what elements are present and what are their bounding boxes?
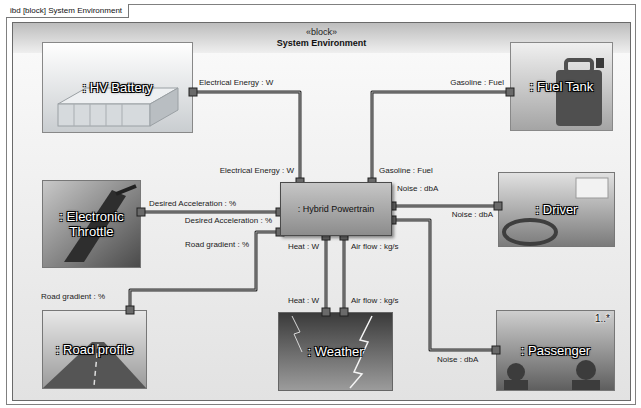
connector <box>388 202 502 210</box>
part-name: : Hybrid Powertrain <box>298 204 375 215</box>
stereotype: «block» <box>12 27 631 38</box>
port-label: Road gradient : % <box>40 292 106 302</box>
block-body <box>13 23 631 401</box>
port-label: Gasoline : Fuel <box>449 78 505 88</box>
connector <box>126 228 284 314</box>
connector-core <box>130 232 280 310</box>
part-name: : Road profile <box>56 342 133 357</box>
connector-core <box>392 206 498 207</box>
part-name: : Fuel Tank <box>530 79 593 94</box>
driver-picture <box>499 173 615 247</box>
port-label: Electrical Energy : W <box>198 78 274 88</box>
part-name: : Driver <box>536 202 578 217</box>
connector <box>322 232 330 316</box>
connector-core <box>326 236 327 312</box>
battery-picture <box>43 43 193 133</box>
port-label: Noise : dbA <box>396 184 439 194</box>
port-square <box>506 88 514 96</box>
part-picture: : Road profile <box>42 310 147 389</box>
port-label: Desired Acceleration : % <box>184 216 273 226</box>
connector-core <box>141 212 280 213</box>
connector-line <box>130 232 280 310</box>
port-label: Noise : dbA <box>436 355 479 365</box>
port-square <box>126 306 134 314</box>
port-label: Heat : W <box>287 242 320 252</box>
port-label: Gasoline : Fuel <box>378 166 434 176</box>
part-picture: : Fuel Tank <box>510 42 613 131</box>
part-name: : Passenger <box>521 343 590 358</box>
connector-line <box>343 236 346 312</box>
multiplicity: 1..* <box>595 313 610 325</box>
part-name: : HV Battery <box>82 80 152 95</box>
part-picture: : Weather <box>278 312 393 391</box>
part-picture: : Driver <box>498 172 615 247</box>
connector-core <box>392 220 496 350</box>
part-picture: 1..* : Passenger <box>496 310 615 391</box>
connector-line <box>392 205 498 208</box>
connector <box>137 208 284 216</box>
connector <box>368 88 514 186</box>
port-square <box>322 308 330 316</box>
port-square <box>492 346 500 354</box>
fuel-tank-picture <box>511 43 613 131</box>
block-frame: «block»System Environment : HV Battery : F… <box>12 22 631 401</box>
part-picture: : HV Battery <box>42 42 193 133</box>
port-label: Noise : dbA <box>451 210 494 220</box>
port-square <box>137 208 145 216</box>
connector-line <box>193 92 300 182</box>
port-label: Desired Acceleration : % <box>148 199 237 209</box>
connector-core <box>372 92 510 182</box>
port-square <box>494 202 502 210</box>
part-name: : Weather <box>307 344 363 359</box>
port-square <box>340 308 348 316</box>
frame-tab: ibd [block] System Environment <box>6 4 129 18</box>
part-name: : Electronic Throttle <box>46 209 137 239</box>
connector-line <box>372 92 510 182</box>
port-square <box>189 88 197 96</box>
connector-line <box>392 220 496 350</box>
connector-core <box>344 236 345 312</box>
block-name: System Environment <box>12 38 631 49</box>
port-label: Electrical Energy : W <box>219 166 295 176</box>
diagram-frame <box>7 5 636 405</box>
throttle-pedal-picture <box>43 181 141 268</box>
connector-line <box>325 236 328 312</box>
connector-core <box>193 92 300 182</box>
part-picture: : Electronic Throttle <box>42 180 141 268</box>
connector <box>189 88 304 186</box>
part-box: : Hybrid Powertrain <box>280 182 392 236</box>
port-label: Heat : W <box>287 296 320 306</box>
connector <box>388 216 500 354</box>
weather-picture <box>279 313 393 391</box>
port-label: Road gradient : % <box>184 240 250 250</box>
port-label: Air flow : kg/s <box>350 242 400 252</box>
passenger-picture <box>497 311 615 391</box>
road-picture <box>43 311 147 389</box>
connector-line <box>141 211 280 214</box>
port-label: Air flow : kg/s <box>350 296 400 306</box>
connector <box>340 232 348 316</box>
